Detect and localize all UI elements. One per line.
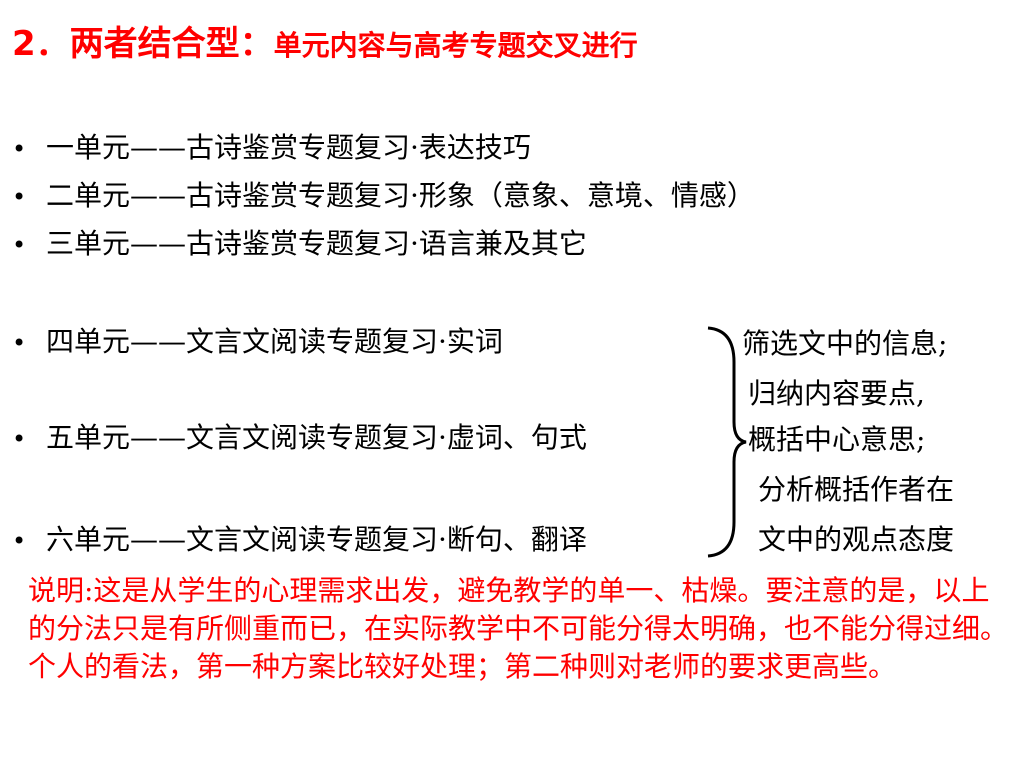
bullet-dot: • <box>12 527 27 555</box>
note-line-1: 筛选文中的信息; <box>742 327 948 360</box>
bullet-item-2: • 二单元——古诗鉴赏专题复习·形象（意象、意境、情感） <box>12 176 755 216</box>
note-line-3: 概括中心意思; <box>748 423 926 456</box>
right-brace-icon <box>707 326 747 558</box>
bullet-text: 三单元——古诗鉴赏专题复习·语言兼及其它 <box>46 227 587 260</box>
note-line-2: 归纳内容要点, <box>748 377 925 410</box>
title-number: 2． <box>12 24 70 64</box>
bullet-text: 二单元——古诗鉴赏专题复习·形象（意象、意境、情感） <box>46 179 755 212</box>
explanation-text: 说明:这是从学生的心理需求出发，避免教学的单一、枯燥。要注意的是，以上的分法只是… <box>28 574 1009 683</box>
bullet-dot: • <box>12 329 27 357</box>
bullet-dot: • <box>12 183 27 211</box>
bullet-dot: • <box>12 135 27 163</box>
note-line-5: 文中的观点态度 <box>758 523 955 556</box>
bullet-item-3: • 三单元——古诗鉴赏专题复习·语言兼及其它 <box>12 224 587 264</box>
bullet-text: 六单元——文言文阅读专题复习·断句、翻译 <box>46 523 587 556</box>
bullet-item-4: • 四单元——文言文阅读专题复习·实词 <box>12 322 503 362</box>
title-main: 两者结合型： <box>69 24 274 64</box>
note-line-4: 分析概括作者在 <box>758 473 955 506</box>
bullet-item-1: • 一单元——古诗鉴赏专题复习·表达技巧 <box>12 128 531 168</box>
bullet-text: 一单元——古诗鉴赏专题复习·表达技巧 <box>46 131 531 164</box>
bullet-item-5: • 五单元——文言文阅读专题复习·虚词、句式 <box>12 418 587 458</box>
bullet-dot: • <box>12 425 27 453</box>
title-subtitle: 单元内容与高考专题交叉进行 <box>273 29 638 62</box>
bullet-text: 五单元——文言文阅读专题复习·虚词、句式 <box>46 421 587 454</box>
slide-title: 2．两者结合型：单元内容与高考专题交叉进行 <box>12 16 1012 72</box>
bullet-text: 四单元——文言文阅读专题复习·实词 <box>46 325 503 358</box>
bullet-dot: • <box>12 231 27 259</box>
bullet-item-6: • 六单元——文言文阅读专题复习·断句、翻译 <box>12 520 587 560</box>
